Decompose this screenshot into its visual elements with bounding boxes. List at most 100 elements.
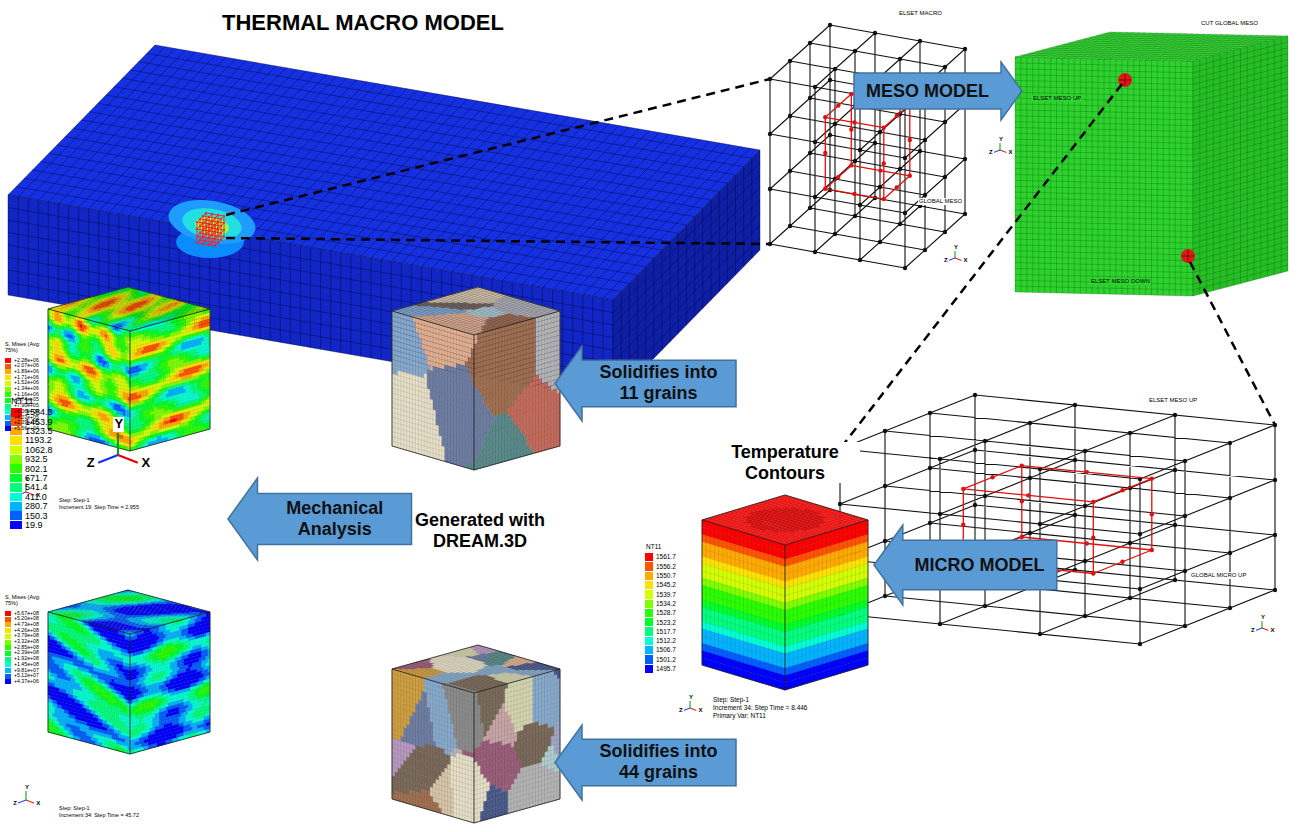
- mesh-wireframe-node: [813, 85, 817, 89]
- grain-cube-mesh: [474, 669, 560, 823]
- mesh-wireframe-node: [1183, 569, 1187, 573]
- mesh-wireframe-node: [858, 258, 862, 262]
- mesh-wireframe-node: [1173, 468, 1177, 472]
- mesh-wireframe-node: [1128, 541, 1132, 545]
- mesh-wireframe-node: [853, 214, 857, 218]
- mesh-wireframe-node: [768, 77, 772, 81]
- element-set-box-node: [836, 175, 840, 179]
- mesh-wireframe-node: [1038, 632, 1042, 636]
- heat-source-mesh-node: [196, 228, 198, 230]
- heat-source-mesh-node: [196, 242, 198, 244]
- heat-source-mesh-node: [202, 243, 204, 245]
- mesh-wireframe-node: [833, 122, 837, 126]
- heat-source-mesh-node: [217, 228, 219, 230]
- mesh-wireframe-node: [983, 494, 987, 498]
- mesh-wireframe-node: [1173, 523, 1177, 527]
- element-set-marker: [1181, 249, 1195, 263]
- mesh-wireframe-node: [1138, 587, 1142, 591]
- heat-source-mesh-node: [208, 244, 210, 246]
- heat-source-mesh-node: [205, 226, 207, 228]
- element-set-box-node: [1091, 571, 1095, 575]
- mesh-wireframe-node: [1273, 533, 1277, 537]
- heat-source-mesh-node: [208, 216, 210, 218]
- heat-source-mesh-node: [214, 224, 216, 226]
- heat-source-mesh-node: [205, 233, 207, 235]
- mesh-wireframe-node: [1173, 413, 1177, 417]
- heat-source-mesh-node: [217, 228, 219, 230]
- mesh-wireframe-node: [963, 212, 967, 216]
- heat-source-mesh-node: [223, 222, 225, 224]
- heat-source-mesh-node: [214, 231, 216, 233]
- zoom-line: [1190, 262, 1275, 425]
- mesh-wireframe-node: [1073, 458, 1077, 462]
- mesh-wireframe-node: [1228, 496, 1232, 500]
- element-set-box-node: [823, 115, 827, 119]
- heat-source-mesh-node: [205, 240, 207, 242]
- heat-source-mesh-node: [223, 229, 225, 231]
- element-set-box-node: [882, 125, 886, 129]
- heat-source-mesh-node: [214, 217, 216, 219]
- mesh-wireframe-node: [873, 31, 877, 35]
- heat-source-mesh-node: [202, 222, 204, 224]
- heat-source-mesh-node: [217, 235, 219, 237]
- heat-source-mesh-node: [208, 230, 210, 232]
- mesh-wireframe-node: [1083, 614, 1087, 618]
- zoom-line: [226, 238, 770, 244]
- heat-source-mesh-node: [205, 212, 207, 214]
- mesh-wireframe: [770, 25, 965, 268]
- mesh-wireframe-node: [1038, 522, 1042, 526]
- heat-source-mesh-node: [208, 237, 210, 239]
- heat-source-mesh-node: [214, 224, 216, 226]
- mesh-wireframe-node: [1228, 551, 1232, 555]
- heat-source-mesh-node: [211, 241, 213, 243]
- mesh-wireframe-node: [768, 242, 772, 246]
- mesh-wireframe-node: [768, 132, 772, 136]
- meso-side: [1193, 36, 1288, 296]
- mesh-wireframe-node: [938, 622, 942, 626]
- heat-source-mesh-node: [217, 214, 219, 216]
- element-set-box-node: [990, 475, 994, 479]
- heat-source-mesh-node: [217, 235, 219, 237]
- grain-cube-cell: [392, 794, 442, 813]
- temperature-cube-mesh: [785, 520, 868, 690]
- mesh-wireframe-node: [808, 41, 812, 45]
- grain-cube-mesh: [474, 311, 560, 470]
- mesh-wireframe-node: [918, 39, 922, 43]
- heat-source-mesh-node: [220, 218, 222, 220]
- heat-source-mesh-node: [214, 238, 216, 240]
- heat-source-mesh-node: [202, 222, 204, 224]
- mesh-wireframe-node: [938, 512, 942, 516]
- mesh-wireframe-node: [828, 78, 832, 82]
- mesh-wireframe-node: [808, 96, 812, 100]
- mesh-wireframe-node: [808, 151, 812, 155]
- heat-source-mesh-node: [211, 213, 213, 215]
- heat-source-mesh-node: [211, 220, 213, 222]
- mesh-wireframe-node: [828, 23, 832, 27]
- mesh-wireframe-node: [828, 133, 832, 137]
- element-set-box-node: [849, 127, 853, 131]
- element-set-box-node: [1150, 476, 1154, 480]
- mesh-wireframe-node: [883, 429, 887, 433]
- mesh-wireframe-node: [923, 248, 927, 252]
- mesh-wireframe-node: [1073, 513, 1077, 517]
- heat-source-mesh-node: [217, 242, 219, 244]
- heat-source-mesh-node: [208, 223, 210, 225]
- element-set-box-node: [908, 174, 912, 178]
- element-set-box-node: [1150, 512, 1154, 516]
- mesh-wireframe-node: [858, 203, 862, 207]
- mesh-wireframe-node: [1183, 624, 1187, 628]
- heat-source-mesh-node: [205, 219, 207, 221]
- element-set-box-node: [882, 197, 886, 201]
- heat-source-mesh-node: [205, 233, 207, 235]
- element-set-box-node: [1091, 500, 1095, 504]
- heat-source-mesh-node: [199, 232, 201, 234]
- element-set-box-node: [1020, 535, 1024, 539]
- heat-source-mesh-node: [208, 223, 210, 225]
- mesh-wireframe-node: [878, 130, 882, 134]
- heat-source-mesh-node: [196, 235, 198, 237]
- mesh-wireframe: [840, 395, 1275, 644]
- element-set-box-node: [1120, 560, 1124, 564]
- grain-cube-cell: [474, 449, 532, 470]
